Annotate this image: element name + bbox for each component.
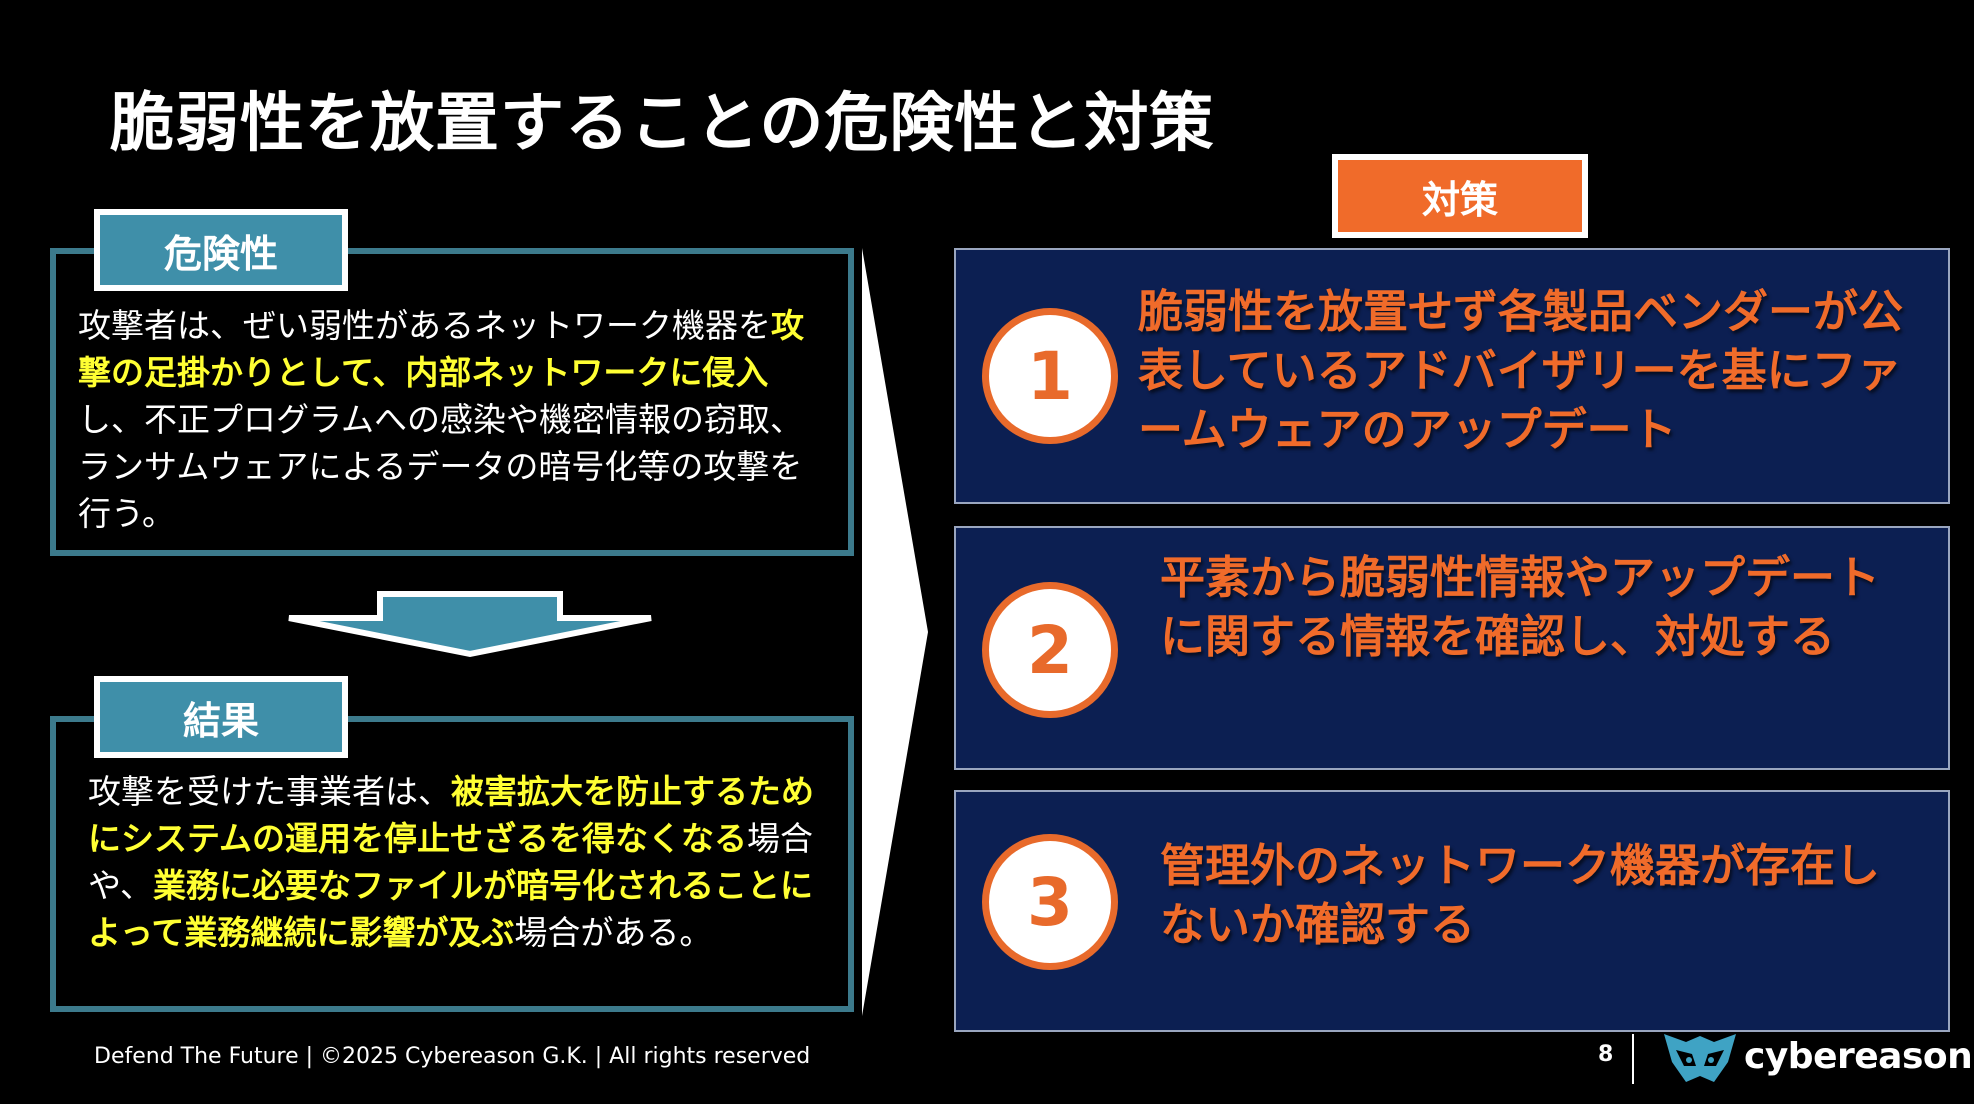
measure-item-2: 2 平素から脆弱性情報やアップデートに関する情報を確認し、対処する xyxy=(954,526,1950,770)
measure-number: 1 xyxy=(1027,337,1073,415)
number-circle-3: 3 xyxy=(982,834,1118,970)
risk-text-0: 攻撃者は、ぜい弱性があるネットワーク機器を xyxy=(78,306,771,345)
risk-tab: 危険性 xyxy=(94,209,348,291)
result-tab-label: 結果 xyxy=(182,698,259,743)
measures-tab: 対策 xyxy=(1332,154,1588,238)
measure-number: 3 xyxy=(1027,863,1073,941)
risk-text-1: 攻撃の足掛かりとして、内部ネットワークに侵入 xyxy=(78,306,804,392)
risk-text-2: し、不正プログラムへの感染や機密情報の窃取、ランサムウェアによるデータの暗号化等… xyxy=(78,400,804,533)
risk-body: 攻撃者は、ぜい弱性があるネットワーク機器を攻撃の足掛かりとして、内部ネットワーク… xyxy=(78,302,828,537)
number-circle-2: 2 xyxy=(982,582,1118,718)
measure-item-3: 3 管理外のネットワーク機器が存在しないか確認する xyxy=(954,790,1950,1032)
right-arrow-icon xyxy=(862,248,928,1016)
result-text-2: 場合や、 xyxy=(88,819,814,905)
measure-item-1: 1 脆弱性を放置せず各製品ベンダーが公表しているアドバイザリーを基にファームウェ… xyxy=(954,248,1950,504)
result-text-0: 攻撃を受けた事業者は、 xyxy=(88,772,451,811)
cybereason-logo-text: cybereason xyxy=(1744,1036,1973,1077)
measure-number: 2 xyxy=(1027,611,1073,689)
measure-text: 管理外のネットワーク機器が存在しないか確認する xyxy=(1160,839,1881,951)
footer-divider xyxy=(1632,1034,1634,1084)
result-text-1: 被害拡大を防止するためにシステムの運用を停止せざるを得なくなる xyxy=(88,772,814,858)
result-body: 攻撃を受けた事業者は、被害拡大を防止するためにシステムの運用を停止せざるを得なく… xyxy=(88,768,818,956)
cybereason-owl-icon xyxy=(1664,1034,1736,1082)
measure-text: 脆弱性を放置せず各製品ベンダーが公表しているアドバイザリーを基にファームウェアの… xyxy=(1138,285,1904,456)
footer-copyright: Defend The Future | ©2025 Cybereason G.K… xyxy=(94,1044,811,1069)
measures-tab-label: 対策 xyxy=(1421,177,1498,222)
result-tab: 結果 xyxy=(94,676,348,758)
number-circle-1: 1 xyxy=(982,308,1118,444)
risk-panel: 攻撃者は、ぜい弱性があるネットワーク機器を攻撃の足掛かりとして、内部ネットワーク… xyxy=(50,248,854,556)
result-panel: 攻撃を受けた事業者は、被害拡大を防止するためにシステムの運用を停止せざるを得なく… xyxy=(50,716,854,1012)
result-text-3: 業務に必要なファイルが暗号化されることによって業務継続に影響が及ぶ xyxy=(88,866,814,952)
page-title: 脆弱性を放置することの危険性と対策 xyxy=(110,87,1215,161)
measure-text: 平素から脆弱性情報やアップデートに関する情報を確認し、対処する xyxy=(1160,551,1881,663)
risk-tab-label: 危険性 xyxy=(163,231,278,276)
down-arrow-icon xyxy=(288,591,652,658)
result-text-4: 場合がある。 xyxy=(514,913,713,952)
page-number: 8 xyxy=(1598,1042,1614,1067)
